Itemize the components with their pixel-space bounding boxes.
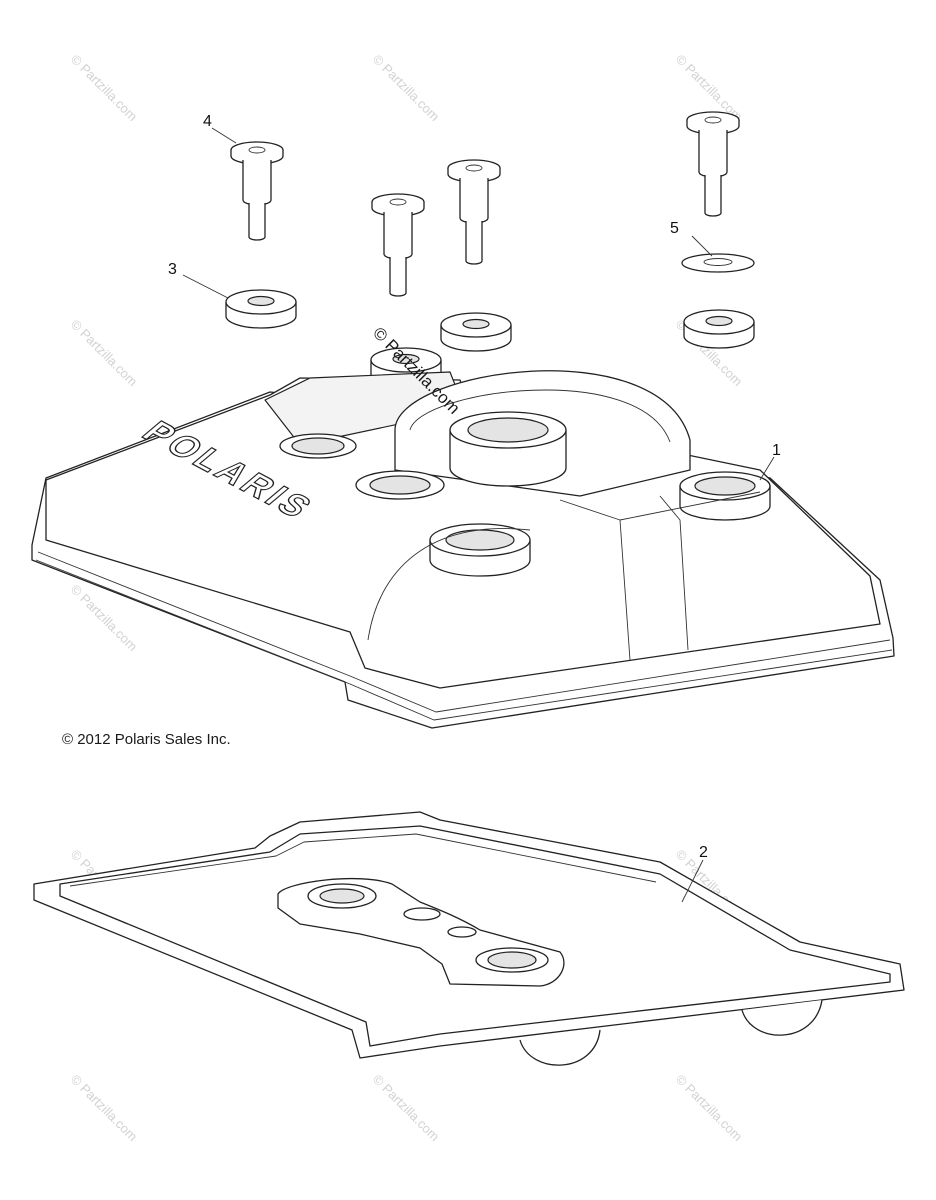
watermark: © Partzilla.com [370,52,443,125]
bolt-right[interactable] [686,111,740,217]
watermark: © Partzilla.com [370,1072,443,1145]
callout-1[interactable]: 1 [772,442,781,459]
watermark: © Partzilla.com [68,1072,141,1145]
watermark: © Partzilla.com [68,317,141,390]
washer-5[interactable] [681,253,755,273]
copyright-notice: © 2012 Polaris Sales Inc. [62,731,231,748]
valve-cover-1[interactable]: POLARIS [31,370,895,729]
bolt-center-b[interactable] [447,159,501,265]
grommet-3-left[interactable] [225,289,297,329]
callout-2[interactable]: 2 [699,844,708,861]
callout-5[interactable]: 5 [670,220,679,237]
gasket-2[interactable] [33,811,905,1066]
watermark: © Partzilla.com [68,52,141,125]
callout-3[interactable]: 3 [168,261,177,278]
bolt-4-left[interactable] [230,141,284,241]
bolt-center-a[interactable] [371,193,425,297]
grommet-right[interactable] [683,309,755,349]
grommet-center-right[interactable] [440,312,512,352]
leader-lines [182,127,775,903]
watermark: © Partzilla.com [673,1072,746,1145]
callout-4[interactable]: 4 [203,113,212,130]
